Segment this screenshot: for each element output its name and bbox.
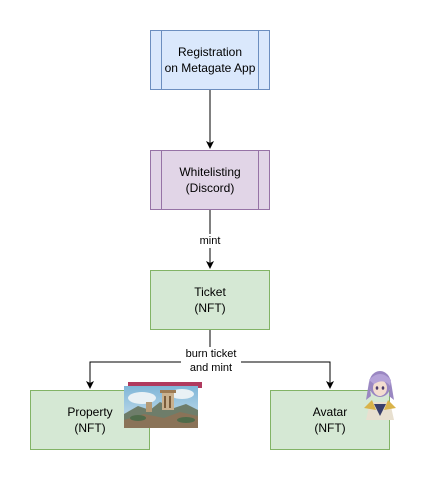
- node-property-label: Property (NFT): [67, 405, 113, 435]
- node-avatar[interactable]: Avatar (NFT): [270, 390, 390, 450]
- node-ticket[interactable]: Ticket (NFT): [150, 270, 270, 330]
- node-registration[interactable]: Registration on Metagate App: [150, 30, 270, 90]
- edge-label-burn-ticket-and-mint: burn ticket and mint: [181, 347, 241, 375]
- property-landscape-image: [124, 382, 202, 428]
- edge-ticket-to-avatar: [210, 361, 334, 389]
- node-whitelisting[interactable]: Whitelisting (Discord): [150, 150, 270, 210]
- node-registration-label: Registration on Metagate App: [164, 45, 256, 75]
- avatar-character-image: [360, 366, 400, 422]
- edge-label-mint: mint: [196, 234, 224, 248]
- node-ticket-label: Ticket (NFT): [194, 285, 226, 315]
- node-whitelisting-label: Whitelisting (Discord): [179, 165, 241, 195]
- edge-ticket-to-property: [86, 330, 211, 389]
- node-avatar-label: Avatar (NFT): [312, 405, 348, 435]
